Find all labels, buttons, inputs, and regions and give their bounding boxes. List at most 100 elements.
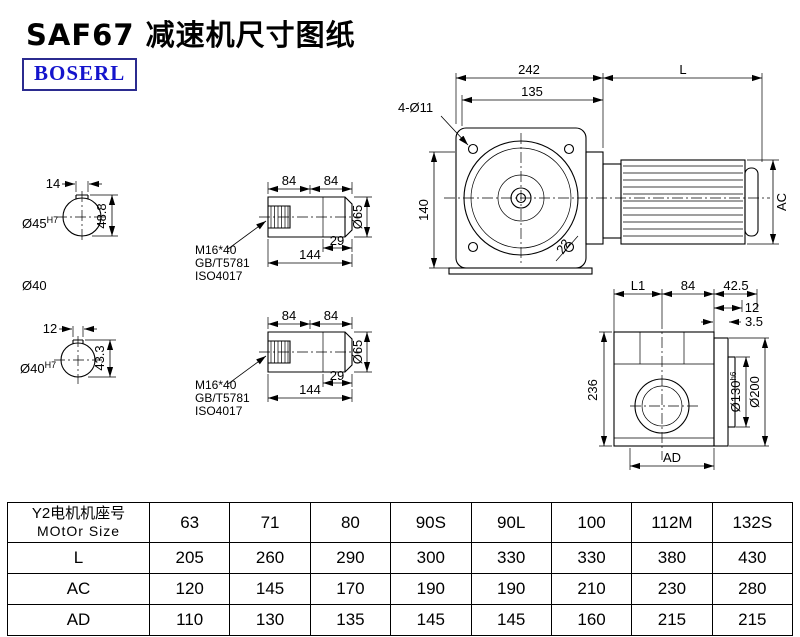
table-row-sizes: Y2电机机座号 MOtOr Size 63 71 80 90S 90L 100 … (7, 502, 794, 543)
shaft-end-view-1: 14 Ø45H7 48.8 Ø40 (22, 176, 118, 293)
value-cell: 170 (309, 573, 392, 605)
value-cell: 130 (229, 604, 311, 636)
size-cell-63: 63 (148, 502, 231, 543)
value-cell: 215 (631, 604, 713, 636)
dim-29-2: 29 (330, 368, 344, 383)
shaft-side-view-2: 84 84 29 144 Ø65 M16*40 GB/T5781 ISO4017 (195, 308, 372, 418)
dim-42-5: 42.5 (723, 278, 748, 293)
flange-bolt-hole (467, 143, 479, 155)
table-row-L: L 205 260 290 300 330 330 380 430 (7, 542, 794, 574)
value-cell: 120 (148, 573, 231, 605)
thread-hole-1 (268, 205, 291, 229)
table-row-AC: AC 120 145 170 190 190 210 230 280 (7, 573, 794, 605)
holes-callout: 4-Ø11 (398, 100, 433, 115)
table-header-en: MOtOr Size (36, 523, 121, 540)
row-label-AD: AD (7, 604, 150, 636)
std-iso-label-2: ISO4017 (195, 404, 243, 418)
boserl-logo: BOSERL (22, 58, 138, 91)
size-cell-132s: 132S (711, 502, 794, 543)
value-cell: 190 (390, 573, 472, 605)
size-cell-71: 71 (229, 502, 311, 543)
flange-bolt-hole (563, 241, 575, 253)
dim-keyway-width-2: 12 (43, 321, 57, 336)
dim-12: 12 (745, 300, 759, 315)
std-iso-label-1: ISO4017 (195, 269, 243, 283)
dim-144-2: 144 (299, 382, 321, 397)
dim-d130: Ø130h6 (728, 371, 743, 412)
dim-29-1: 29 (330, 233, 344, 248)
value-cell: 230 (631, 573, 713, 605)
dim-AC: AC (774, 193, 789, 211)
dim-bore-1: Ø45H7 (22, 215, 58, 231)
value-cell: 110 (148, 604, 231, 636)
dim-L1: L1 (631, 278, 645, 293)
dim-AD: AD (663, 450, 681, 465)
value-cell: 145 (470, 604, 552, 636)
value-cell: 430 (711, 542, 794, 574)
dim-keyway-width-1: 14 (46, 176, 60, 191)
dim-84: 84 (681, 278, 695, 293)
size-cell-90s: 90S (390, 502, 472, 543)
dim-84b-1: 84 (324, 173, 338, 188)
motor-body (620, 159, 746, 245)
centerlines-1 (56, 191, 108, 243)
output-bore-circle (634, 378, 690, 434)
value-cell: 190 (470, 573, 552, 605)
dim-22: 22 (553, 236, 574, 256)
value-cell: 205 (148, 542, 231, 574)
flange-bolt-hole (563, 143, 575, 155)
dim-bore-2: Ø40H7 (20, 360, 56, 376)
motor-end-cap (744, 167, 759, 237)
dim-242: 242 (518, 62, 540, 77)
value-cell: 145 (390, 604, 472, 636)
gearbox-front-view: 242 L 135 4-Ø11 140 22 AC (398, 62, 789, 275)
table-row-AD: AD 110 130 135 145 145 160 215 215 (7, 604, 794, 636)
dim-84b-2: 84 (324, 308, 338, 323)
dim-140: 140 (416, 199, 431, 221)
dim-84a-1: 84 (282, 173, 296, 188)
value-cell: 380 (631, 542, 713, 574)
row-label-AC: AC (7, 573, 150, 605)
gearbox-base (448, 267, 593, 275)
value-cell: 330 (550, 542, 633, 574)
dim-height-1: 48.8 (94, 203, 109, 228)
size-cell-100: 100 (550, 502, 633, 543)
std-gb-label-2: GB/T5781 (195, 391, 250, 405)
value-cell: 300 (390, 542, 472, 574)
dim-144-1: 144 (299, 247, 321, 262)
value-cell: 215 (711, 604, 794, 636)
thread-label-1: M16*40 (195, 243, 237, 257)
shaft-side-view-1: 84 84 29 144 Ø65 M16*40 GB/T5781 ISO4017 (195, 173, 372, 283)
thread-label-2: M16*40 (195, 378, 237, 392)
label-shaft-diameter: Ø40 (22, 278, 47, 293)
dim-height-2: 43.3 (92, 345, 107, 370)
dim-d200: Ø200 (747, 376, 762, 408)
value-cell: 280 (711, 573, 794, 605)
dim-84a-2: 84 (282, 308, 296, 323)
table-header-cn: Y2电机机座号 (31, 505, 126, 523)
dim-L: L (679, 62, 686, 77)
centerlines-2 (54, 336, 102, 384)
flange-spigot (727, 356, 736, 428)
value-cell: 145 (229, 573, 311, 605)
motor-bell (602, 163, 622, 239)
value-cell: 290 (309, 542, 392, 574)
shaft-end-view-2: 12 Ø40H7 43.3 (20, 321, 116, 384)
size-cell-112m: 112M (631, 502, 713, 543)
dim-3-5: 3.5 (745, 314, 763, 329)
value-cell: 210 (550, 573, 633, 605)
motor-size-table: Y2电机机座号 MOtOr Size 63 71 80 90S 90L 100 … (7, 502, 794, 636)
dim-d65-1: Ø65 (350, 205, 365, 230)
value-cell: 330 (470, 542, 552, 574)
input-flange (713, 337, 729, 447)
dim-d65-2: Ø65 (350, 340, 365, 365)
flange-bolt-hole (467, 241, 479, 253)
size-cell-90l: 90L (470, 502, 552, 543)
row-label-L: L (7, 542, 150, 574)
page-title: SAF67 减速机尺寸图纸 (26, 18, 356, 52)
std-gb-label-1: GB/T5781 (195, 256, 250, 270)
side-housing (613, 331, 715, 447)
table-header-motor-size: Y2电机机座号 MOtOr Size (7, 502, 150, 543)
size-cell-80: 80 (309, 502, 392, 543)
